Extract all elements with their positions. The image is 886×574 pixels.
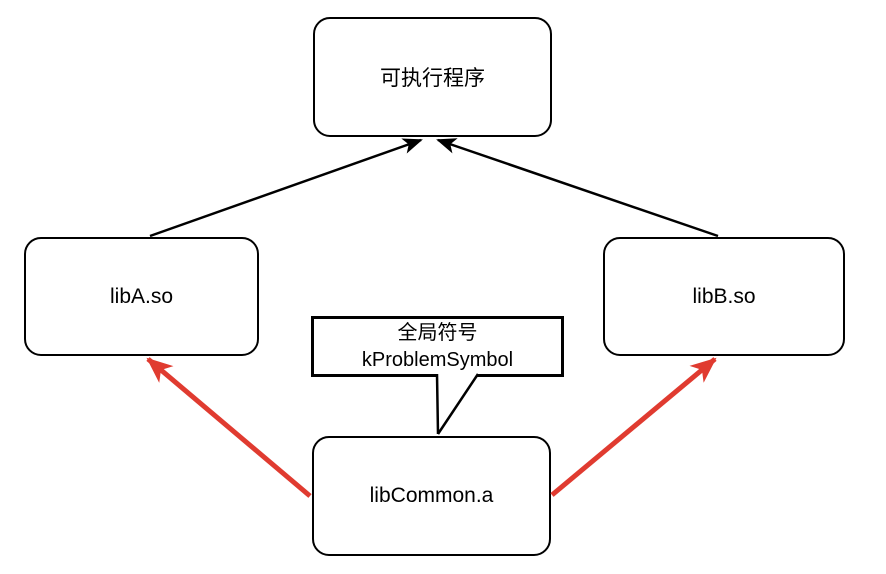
node-libB-label: libB.so xyxy=(692,284,756,308)
node-libB: libB.so xyxy=(603,237,845,356)
edge-libB.so-to-可执行程序 xyxy=(436,138,719,238)
node-libCommon: libCommon.a xyxy=(312,436,551,556)
edge-libCommon.a-to-libA.so xyxy=(146,357,312,498)
callout-tail xyxy=(435,371,480,435)
node-executable: 可执行程序 xyxy=(313,17,552,137)
edge-libCommon.a-to-libB.so xyxy=(550,357,717,497)
callout-line1: 全局符号 xyxy=(397,321,478,344)
node-libCommon-label: libCommon.a xyxy=(369,484,494,507)
callout-tail-outline xyxy=(435,373,480,435)
callout-global-symbol: 全局符号 kProblemSymbol xyxy=(311,316,564,377)
edge-libA.so-to-可执行程序 xyxy=(149,138,423,238)
callout-line2: kProblemSymbol xyxy=(361,348,514,371)
node-libA-label: libA.so xyxy=(109,284,174,308)
node-libA: libA.so xyxy=(24,237,259,356)
callout-tail-fill xyxy=(436,371,479,434)
node-executable-label: 可执行程序 xyxy=(380,67,485,90)
